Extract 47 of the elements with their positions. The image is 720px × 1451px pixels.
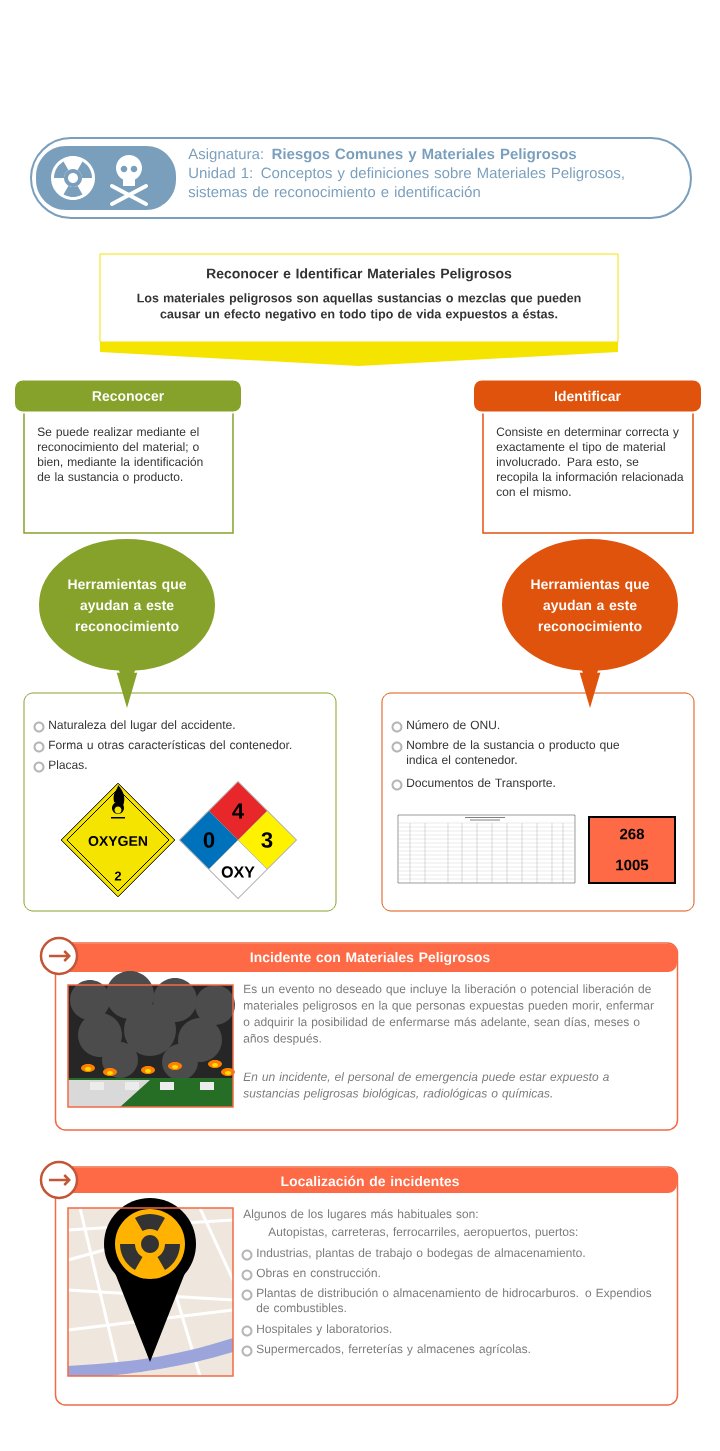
course-title: Asignatura: Riesgos Comunes y Materiales Peligrosos (188, 148, 577, 163)
hazard-placard (60, 782, 176, 898)
paragraph: Se puede realizar mediante el reconocimiento del material; o bien, mediante la identificación de la sustancia o producto. (37, 427, 203, 484)
list-item: Documentos de Transporte. (391, 778, 555, 791)
placard-number: 1005 (616, 859, 649, 871)
card-title: Reconocer (92, 391, 164, 401)
speech-bubble (37, 537, 217, 708)
placard-number: 268 (620, 828, 645, 840)
info-panel (39, 1160, 679, 1406)
bubble-text: Herramientas que ayudan a este reconocimiento (68, 578, 187, 632)
list-item: Supermercados, ferreterías y almacenes agrícolas. (241, 1344, 530, 1357)
list-item: Placas. (33, 760, 87, 773)
list-item: Plantas de distribución o almacenamiento de hidrocarburos. o Expendios de combustibles. (241, 1288, 652, 1313)
panel-title: Localización de incidentes (281, 1175, 459, 1187)
paragraph: Consiste en determinar correcta y exactamente el tipo de material involucrado. Para esto, se recopila la información relacionada con el mismo. (496, 427, 684, 496)
hazard-rating: OXY (221, 866, 255, 878)
list-item: Forma u otras características del contenedor. (33, 740, 292, 753)
heading: Reconocer e Identificar Materiales Peligrosos (207, 268, 512, 282)
paragraph: En un incidente, el personal de emergencia puede estar expuesto a sustancias peligrosas biológicas, radiológicas o químicas. (243, 1072, 609, 1100)
paragraph: Los materiales peligrosos son aquellas sustancias o mezclas que pueden causar un efecto negativo en todo tipo de vida expuestos a éstas. (137, 293, 581, 321)
tools-panel (23, 692, 337, 912)
hazard-rating: 0 (203, 832, 215, 848)
card-title: Identificar (555, 390, 621, 402)
course-banner (30, 137, 692, 219)
hazard-rating: 4 (232, 803, 244, 819)
list-item: Industrias, plantas de trabajo o bodegas de almacenamiento. (241, 1248, 585, 1261)
panel-title: Incidente con Materiales Peligrosos (250, 951, 490, 966)
placard-number: 2 (114, 871, 122, 881)
list-item: Obras en construcción. (241, 1268, 380, 1281)
bubble-text: Herramientas que ayudan a este reconocimiento (531, 578, 649, 632)
paragraph: Algunos de los lugares más habituales son: (243, 1209, 478, 1221)
list-item: Número de ONU. (391, 720, 500, 733)
list-item: Hospitales y laboratorios. (241, 1324, 392, 1337)
paragraph: Es un evento no deseado que incluye la liberación o potencial liberación de materiales peligrosos en la que personas expuestas pueden morir, enfermar o adquirir la posibilidad de enfermarse más adelante, sean días, meses o años después. (243, 984, 654, 1046)
speech-bubble (500, 537, 680, 708)
info-card (13, 378, 243, 534)
unit-title: Unidad 1: Conceptos y definiciones sobre Materiales Peligrosos, sistemas de reconocimiento e identificación (188, 167, 624, 198)
placard-text: OXYGEN (88, 836, 147, 846)
list-item: Naturaleza del lugar del accidente. (33, 720, 235, 733)
placard (588, 816, 676, 884)
hazard-rating: 3 (261, 832, 273, 848)
info-card (472, 378, 703, 534)
info-panel (39, 936, 679, 1131)
intro-box (99, 253, 619, 366)
list-item: Nombre de la sustancia o producto que indica el contenedor. (391, 740, 620, 764)
paragraph: Autopistas, carreteras, ferrocarriles, aeropuertos, puertos: (268, 1227, 578, 1239)
hazard-diamond (178, 780, 298, 900)
